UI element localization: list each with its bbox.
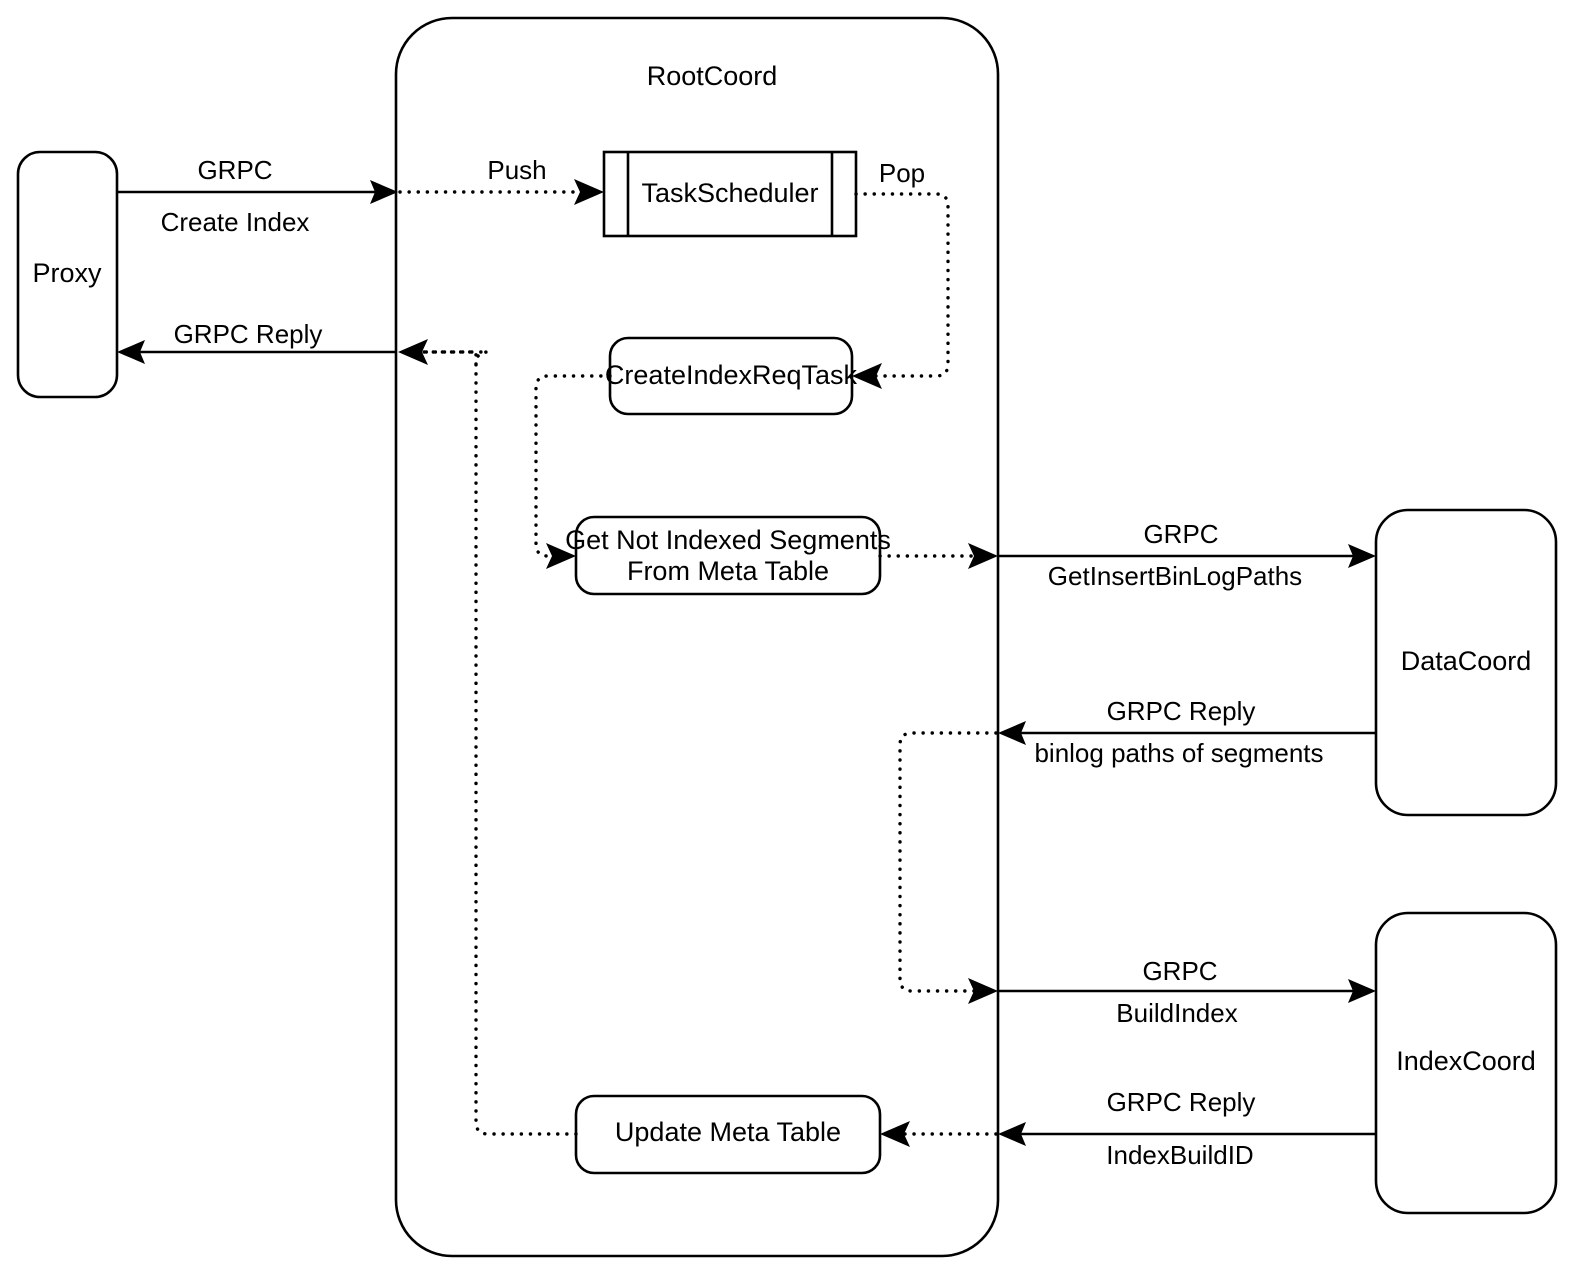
- proxy-shape: [16, 150, 119, 399]
- edge-datacoord-to-rootcoord-label-bottom: binlog paths of segments: [1034, 738, 1323, 768]
- node-index-coord[interactable]: IndexCoord: [1374, 911, 1558, 1215]
- edge-boundary-to-update-meta-table-arrowhead: [880, 1121, 910, 1147]
- rootcoord-container: RootCoord: [394, 16, 1000, 1258]
- edge-rootcoord-to-proxy-label: GRPC Reply: [174, 319, 323, 349]
- edge-rootcoord-to-indexcoord-label-top: GRPC: [1142, 956, 1217, 986]
- update-meta-table-label: Update Meta Table: [615, 1117, 841, 1147]
- edge-update-meta-table-to-reply: [398, 339, 578, 1136]
- get-not-indexed-segments-label-line2: From Meta Table: [627, 556, 829, 586]
- edge-rootcoord-to-datacoord: GRPC GetInsertBinLogPaths: [998, 519, 1376, 591]
- edge-datacoord-to-rootcoord: GRPC Reply binlog paths of segments: [998, 696, 1376, 768]
- edge-push-to-scheduler: Push: [398, 155, 604, 205]
- edge-rootcoord-to-datacoord-arrowhead: [1348, 544, 1376, 568]
- edge-task-to-get-segments: [534, 374, 612, 569]
- get-not-indexed-segments-label-line1: Get Not Indexed Segments: [565, 525, 891, 555]
- edge-binlog-reply-to-buildindex-line: [898, 731, 998, 993]
- rootcoord-container-label: RootCoord: [647, 61, 778, 91]
- edge-boundary-to-update-meta-table: [880, 1121, 998, 1147]
- edge-proxy-to-rootcoord-arrowhead: [370, 180, 398, 204]
- edge-rootcoord-to-indexcoord-arrowhead: [1348, 979, 1376, 1003]
- node-create-index-req-task[interactable]: CreateIndexReqTask: [605, 336, 858, 416]
- edge-update-meta-table-to-reply-arrowhead: [398, 339, 428, 365]
- edge-pop-from-scheduler-arrowhead: [852, 363, 882, 389]
- index-coord-label: IndexCoord: [1396, 1046, 1536, 1076]
- proxy-label: Proxy: [32, 258, 102, 288]
- node-proxy[interactable]: Proxy: [16, 150, 119, 399]
- edge-indexcoord-to-rootcoord-label-bottom: IndexBuildID: [1106, 1140, 1253, 1170]
- edge-pop-from-scheduler-label: Pop: [879, 158, 925, 188]
- edge-datacoord-to-rootcoord-arrowhead: [998, 721, 1026, 745]
- data-coord-shape: [1374, 508, 1558, 817]
- edge-datacoord-to-rootcoord-label-top: GRPC Reply: [1107, 696, 1256, 726]
- data-coord-label: DataCoord: [1401, 646, 1532, 676]
- edge-task-to-get-segments-arrowhead: [546, 543, 576, 569]
- edge-proxy-to-rootcoord-label-bottom: Create Index: [161, 207, 310, 237]
- edge-get-segments-to-boundary: [878, 543, 998, 569]
- task-scheduler-label: TaskScheduler: [641, 178, 818, 208]
- edge-binlog-reply-to-buildindex-arrowhead: [968, 978, 998, 1004]
- edge-get-segments-to-boundary-arrowhead: [968, 543, 998, 569]
- create-index-req-task-label: CreateIndexReqTask: [605, 360, 858, 390]
- edge-update-meta-table-to-reply-tail: [418, 350, 478, 366]
- edge-proxy-to-rootcoord-label-top: GRPC: [197, 155, 272, 185]
- node-update-meta-table[interactable]: Update Meta Table: [574, 1094, 882, 1175]
- edge-proxy-to-rootcoord: GRPC Create Index: [117, 155, 398, 237]
- edge-rootcoord-to-proxy-arrowhead: [117, 340, 145, 364]
- node-task-scheduler[interactable]: TaskScheduler: [602, 150, 858, 238]
- rootcoord-container-shape: [394, 16, 1000, 1258]
- edge-rootcoord-to-indexcoord: GRPC BuildIndex: [998, 956, 1376, 1028]
- node-data-coord[interactable]: DataCoord: [1374, 508, 1558, 817]
- edge-indexcoord-to-rootcoord-arrowhead: [998, 1122, 1026, 1146]
- edge-binlog-reply-to-buildindex: [898, 731, 998, 1004]
- task-scheduler-shape: [602, 150, 858, 238]
- edge-pop-from-scheduler-line: [854, 192, 950, 378]
- edge-push-to-scheduler-arrowhead: [574, 179, 604, 205]
- edge-indexcoord-to-rootcoord-label-top: GRPC Reply: [1107, 1087, 1256, 1117]
- edge-rootcoord-to-proxy: GRPC Reply: [117, 319, 396, 364]
- edge-rootcoord-to-datacoord-label-bottom: GetInsertBinLogPaths: [1048, 561, 1302, 591]
- edge-pop-from-scheduler: Pop: [852, 158, 950, 389]
- node-get-not-indexed-segments[interactable]: Get Not Indexed Segments From Meta Table: [565, 515, 891, 596]
- edge-rootcoord-to-indexcoord-label-bottom: BuildIndex: [1116, 998, 1237, 1028]
- edge-rootcoord-to-datacoord-label-top: GRPC: [1143, 519, 1218, 549]
- edge-push-to-scheduler-label: Push: [487, 155, 546, 185]
- edge-update-meta-table-to-reply-line: [418, 350, 578, 1136]
- index-coord-shape: [1374, 911, 1558, 1215]
- edge-indexcoord-to-rootcoord: GRPC Reply IndexBuildID: [998, 1087, 1376, 1170]
